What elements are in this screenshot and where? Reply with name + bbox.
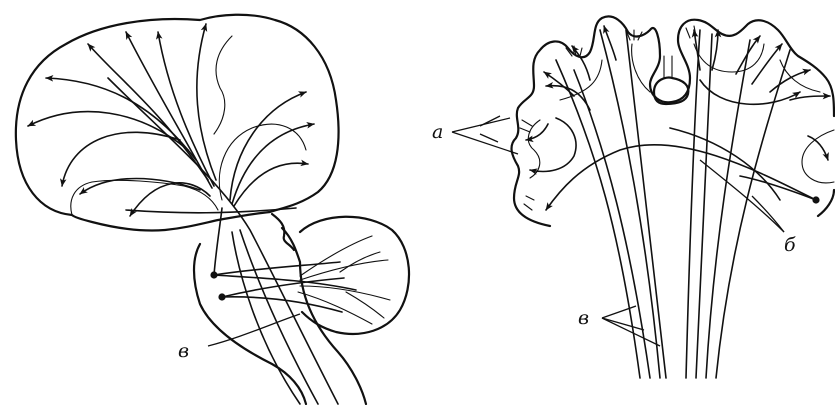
brush-4 <box>524 196 534 210</box>
gyrus-arrow-5 <box>712 30 718 70</box>
label-v-right: в <box>578 307 589 329</box>
commissural-neuron <box>812 196 819 203</box>
fan-arrow-12 <box>234 163 308 206</box>
cerebellum-folia-4 <box>300 236 372 276</box>
tract-fiber-8 <box>716 50 790 378</box>
cerebrum-sulcus <box>214 36 232 134</box>
assoc-arc-5 <box>808 136 828 160</box>
fan-arrow-7 <box>62 132 180 186</box>
brainstem-outline <box>194 244 306 404</box>
label-a: а <box>432 121 443 143</box>
label-v-left: в <box>178 340 189 362</box>
cerebrum-outline <box>16 15 339 231</box>
section-outline <box>512 16 834 226</box>
left-brain-figure: в <box>16 15 409 404</box>
ventricle-stem <box>664 56 672 78</box>
cerebellum-folia-1 <box>300 260 388 280</box>
fan-arrow-6 <box>28 112 188 150</box>
gyrus-arrow-8 <box>770 70 810 92</box>
sulcus-right <box>802 130 834 183</box>
assoc-arc-4 <box>700 80 800 104</box>
gyrus-arrow-7 <box>752 44 782 84</box>
label-a-leader-3 <box>480 116 500 142</box>
neuron-fiber-2 <box>214 275 356 290</box>
gyrus-arrow-1 <box>544 72 574 96</box>
neuron-fiber-5 <box>214 208 222 275</box>
brainstem-notch <box>272 214 294 250</box>
commissural-fiber-1 <box>546 145 816 210</box>
inner-gyrus <box>219 124 306 200</box>
label-b-leader-2 <box>752 196 784 232</box>
gyrus-arrow-9 <box>790 96 830 100</box>
fan-arrow-10 <box>230 92 306 200</box>
label-a-leader-2 <box>452 132 518 154</box>
right-section-figure: а б в <box>432 16 834 378</box>
fan-arrow-3 <box>158 32 214 186</box>
cerebellum-folia-6 <box>346 292 384 318</box>
neuron-fiber-4 <box>222 297 342 312</box>
assoc-arc-2 <box>530 118 576 171</box>
tract-fiber-7 <box>706 40 750 378</box>
label-b: б <box>784 234 796 256</box>
